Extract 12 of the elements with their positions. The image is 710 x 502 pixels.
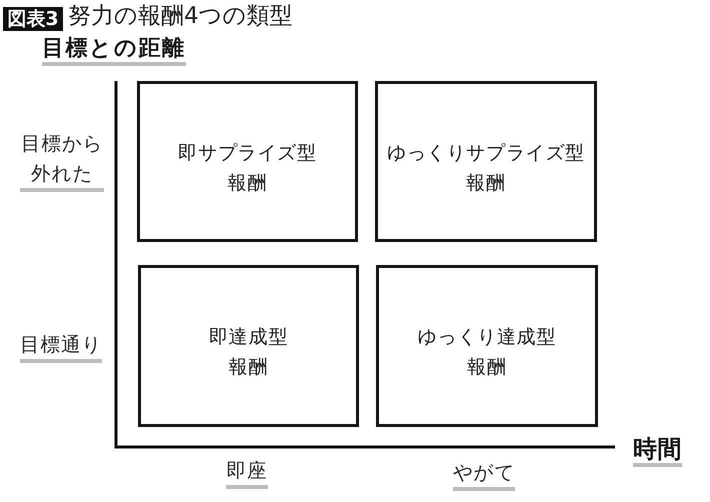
figure-number: 図表3 [3, 7, 63, 31]
axis-title: 目標との距離 [42, 35, 186, 66]
chart-title: 努力の報酬4つの類型 [68, 2, 293, 31]
box-label: ゆっくり達成型報酬 [416, 325, 558, 380]
quadrant-box [138, 265, 359, 427]
box-label: 即達成型報酬 [208, 325, 290, 380]
quadrant-box [375, 81, 597, 242]
quadrant-box [137, 81, 358, 242]
box-label: 即サプライズ型報酬 [177, 140, 318, 196]
quadrant-box [376, 265, 598, 427]
box-label: ゆっくりサプライズ型報酬 [386, 140, 586, 196]
axis-title: 時間 [633, 434, 682, 467]
